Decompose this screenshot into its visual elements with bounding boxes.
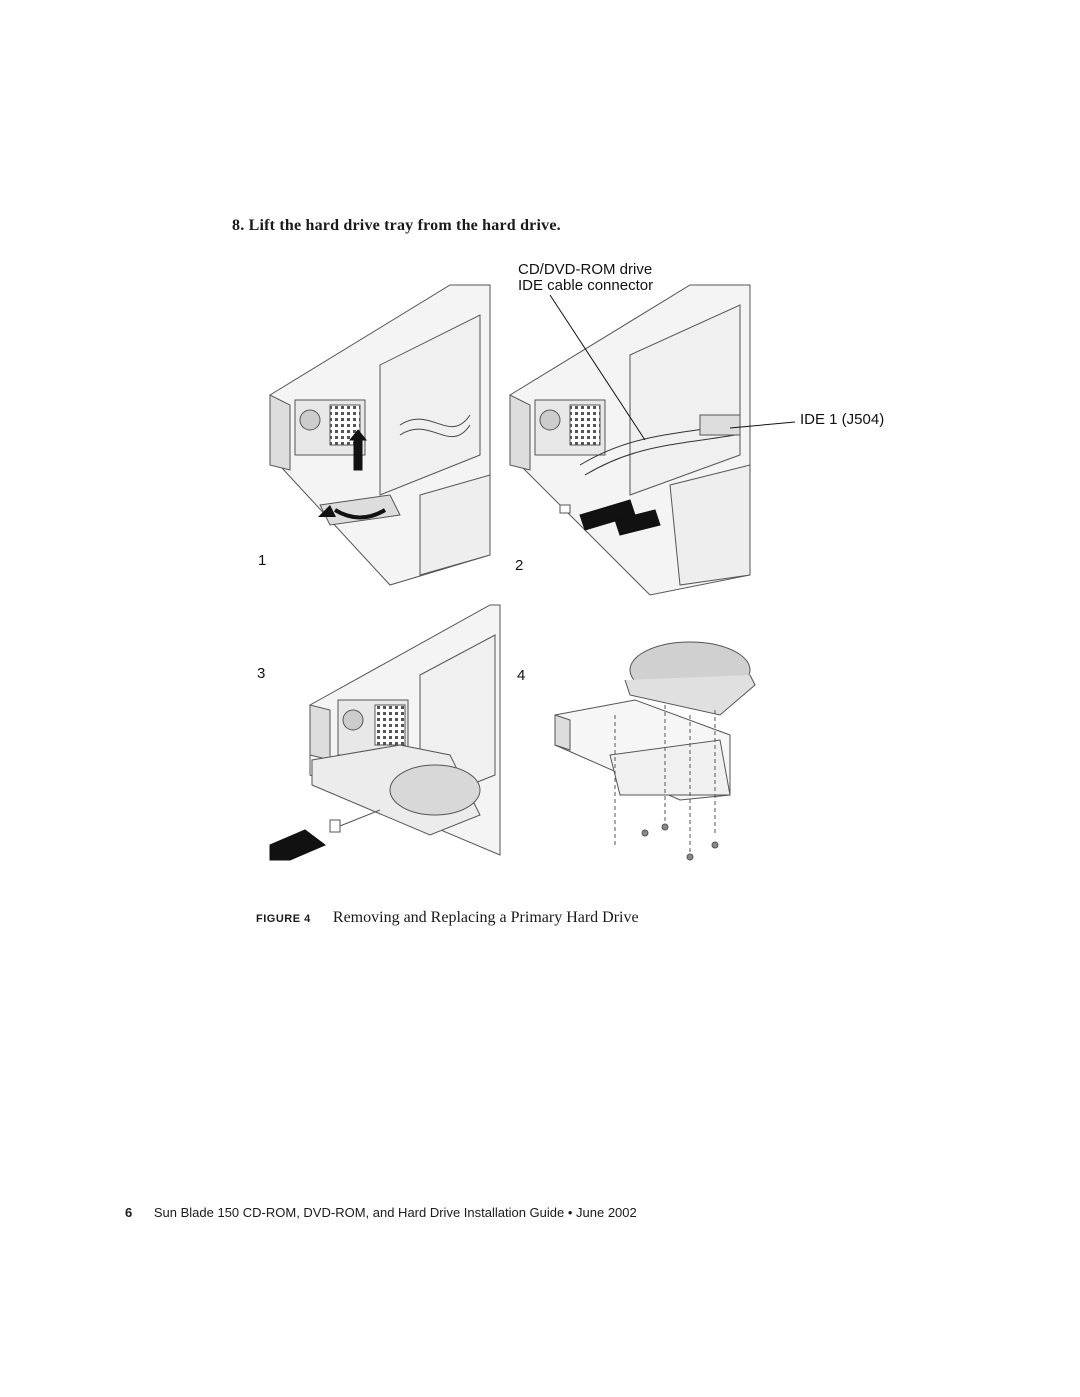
figure-label: FIGURE 4 bbox=[256, 913, 311, 925]
ide-j504-leader-line bbox=[729, 421, 796, 429]
panel-2-illustration bbox=[509, 284, 751, 596]
panel-number-1: 1 bbox=[258, 552, 267, 569]
step-heading: 8. Lift the hard drive tray from the har… bbox=[232, 217, 561, 234]
cd-connector-leader-line bbox=[549, 294, 646, 441]
footer-text: Sun Blade 150 CD-ROM, DVD-ROM, and Hard … bbox=[153, 1205, 637, 1220]
figure-title: Removing and Replacing a Primary Hard Dr… bbox=[332, 909, 639, 926]
page-footer: 6 Sun Blade 150 CD-ROM, DVD-ROM, and Har… bbox=[125, 1205, 637, 1220]
panel-number-4: 4 bbox=[517, 667, 526, 684]
cd-connector-label-line2: IDE cable connector bbox=[518, 277, 654, 294]
panel-number-2: 2 bbox=[515, 557, 524, 574]
panel-3-illustration bbox=[269, 604, 501, 861]
page-number: 6 bbox=[125, 1205, 133, 1220]
ide-j504-label: IDE 1 (J504) bbox=[800, 411, 885, 428]
figure-caption: FIGURE 4 Removing and Replacing a Primar… bbox=[256, 909, 639, 927]
panel-number-3: 3 bbox=[257, 665, 266, 682]
figure-illustration bbox=[269, 284, 796, 861]
panel-4-illustration bbox=[554, 641, 756, 861]
hard-drive-removal-figure: CD/DVD-ROM drive IDE cable connector IDE… bbox=[250, 255, 900, 875]
panel-1-illustration bbox=[269, 284, 491, 586]
cd-connector-label-line1: CD/DVD-ROM drive bbox=[518, 261, 653, 278]
